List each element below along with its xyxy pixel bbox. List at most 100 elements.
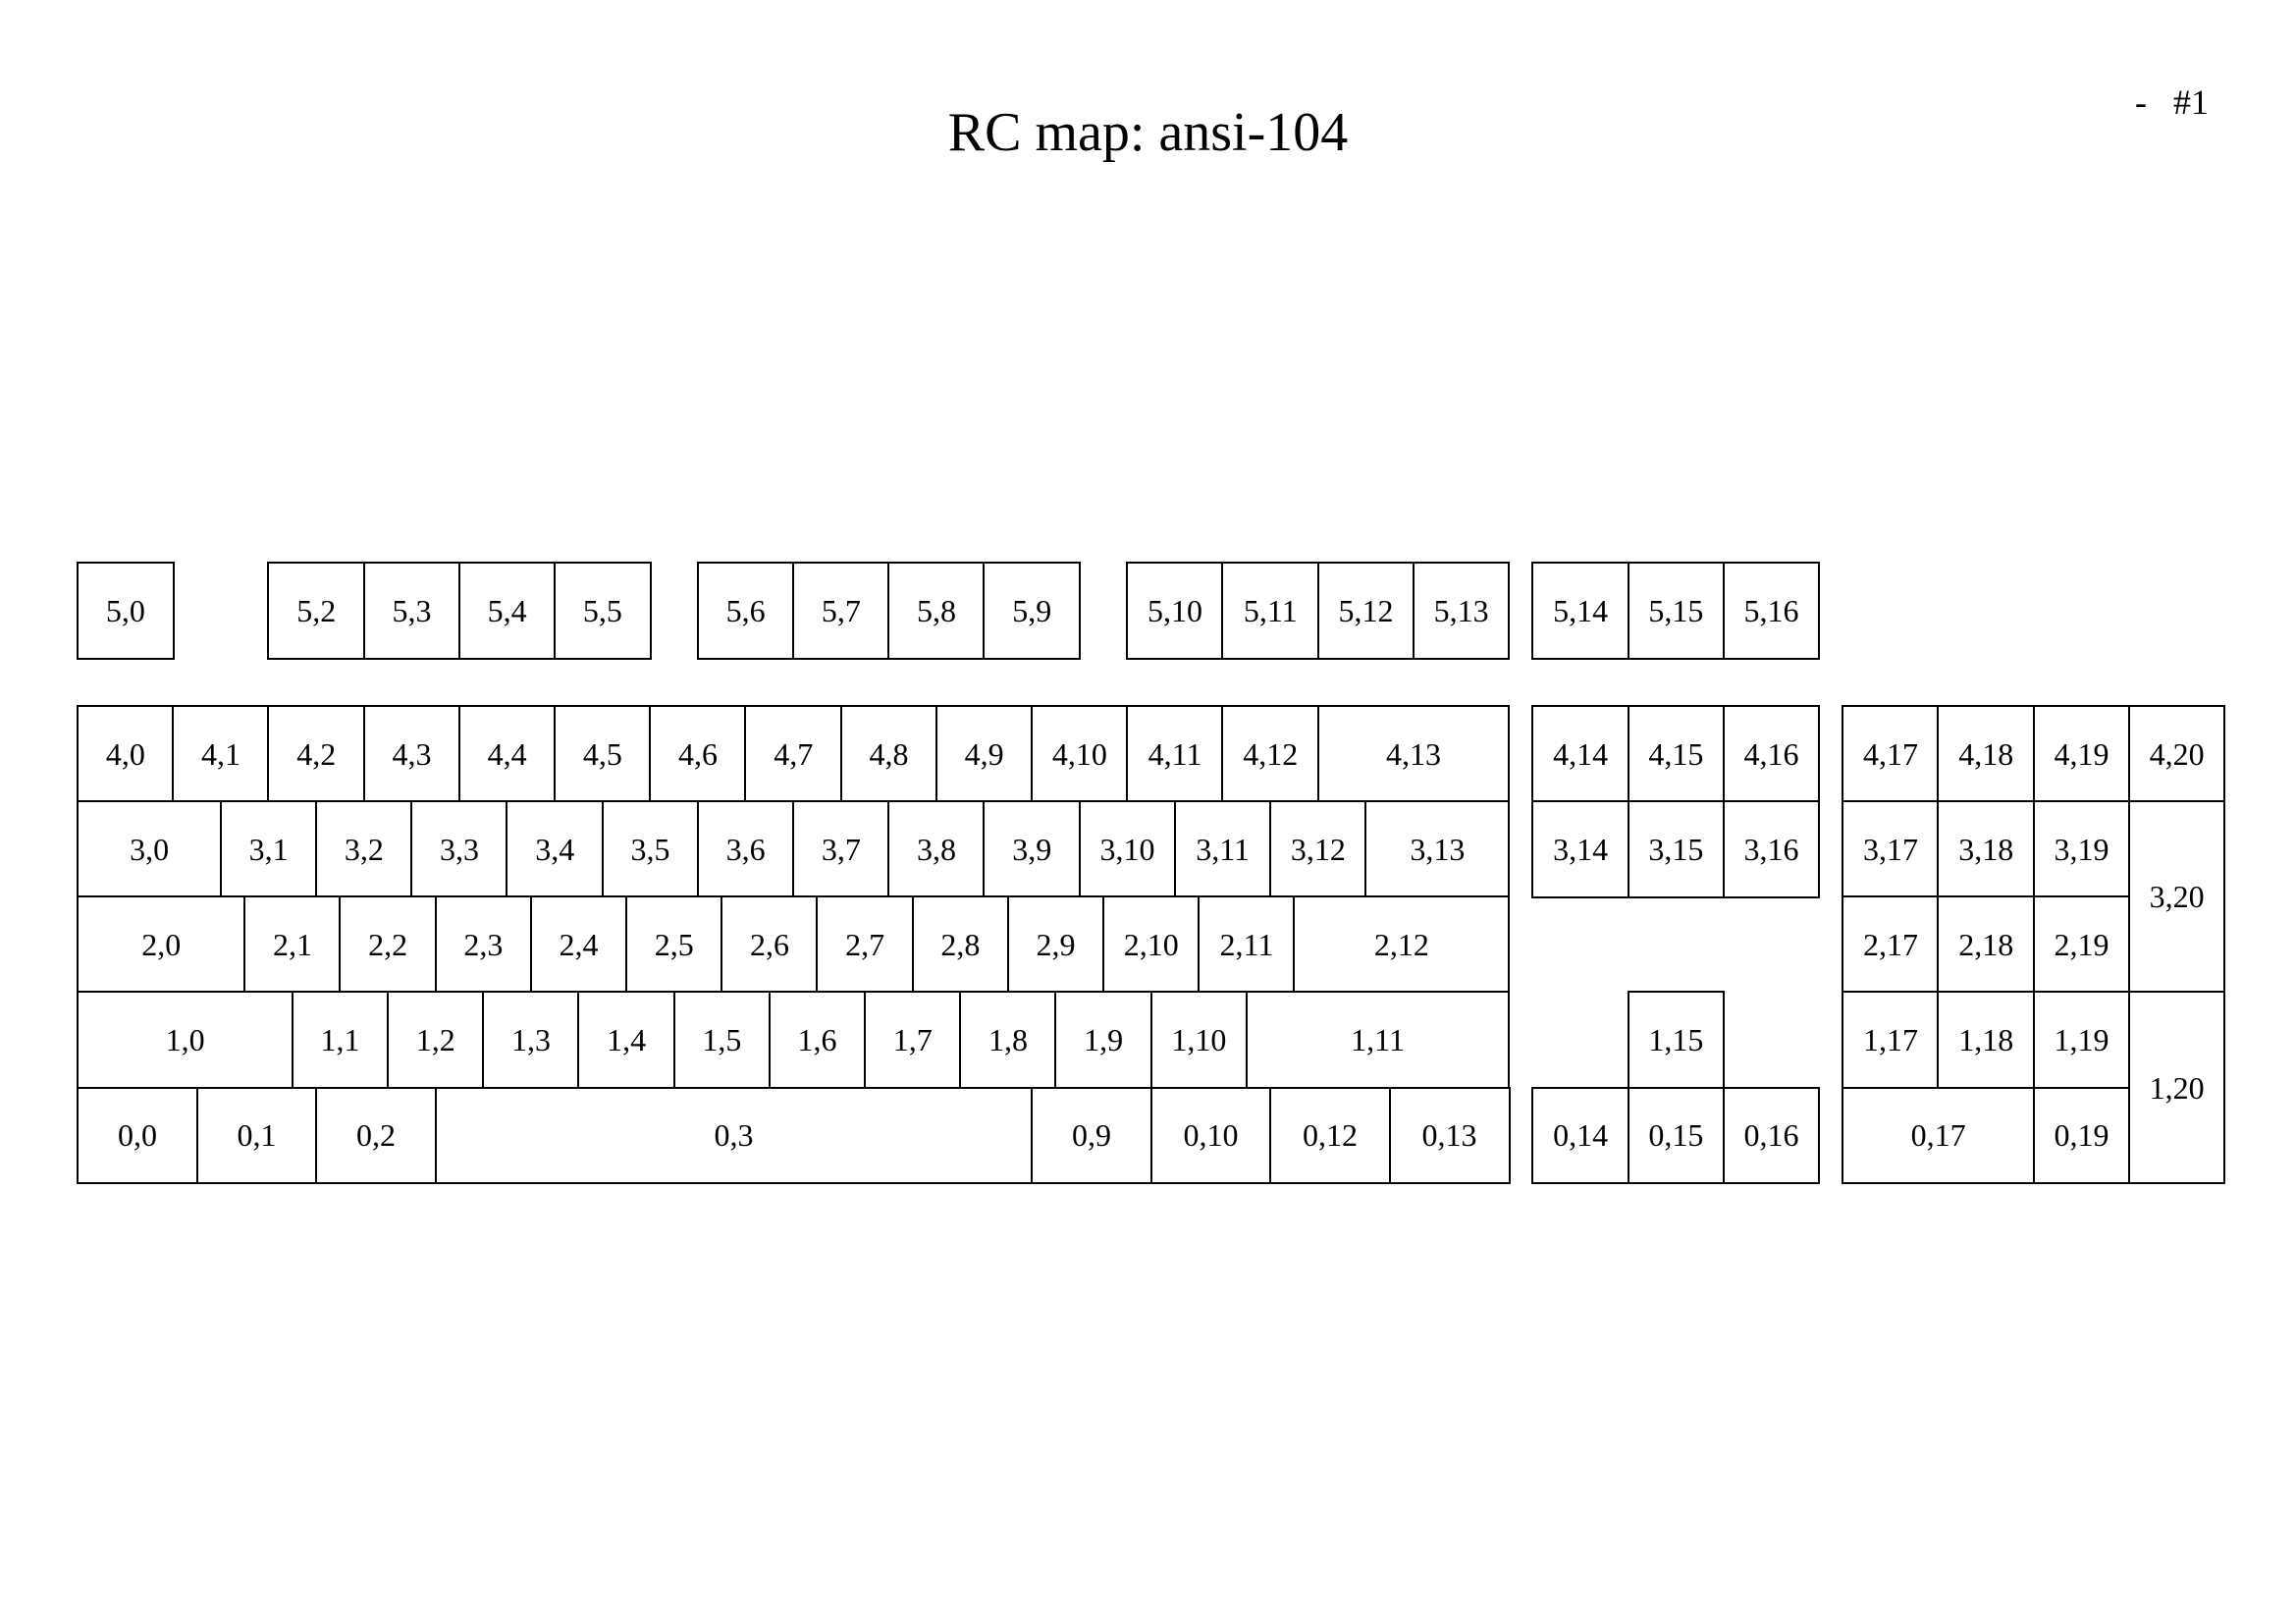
key-cell: 1,5: [672, 991, 772, 1090]
key-label: 4,1: [201, 735, 241, 772]
key-cell: 2,2: [339, 895, 437, 994]
key-label: 3,17: [1863, 831, 1919, 867]
key-cell: 5,4: [457, 562, 557, 660]
key-cell: 0,2: [315, 1086, 437, 1185]
key-cell: 5,9: [983, 562, 1082, 660]
key-cell: 5,6: [696, 562, 795, 660]
key-label: 0,17: [1910, 1117, 1966, 1154]
key-cell: 4,13: [1316, 704, 1511, 803]
key-label: 5,0: [105, 592, 145, 628]
page-title: RC map: ansi-104: [947, 102, 1349, 163]
key-label: 0,3: [714, 1117, 754, 1154]
key-cell: 2,12: [1293, 895, 1511, 994]
key-cell: 0,14: [1531, 1086, 1629, 1185]
key-cell: 3,14: [1531, 800, 1629, 898]
key-cell: 3,10: [1078, 800, 1177, 898]
key-label: 4,2: [296, 735, 337, 772]
key-cell: 4,10: [1031, 704, 1129, 803]
key-cell: 4,4: [457, 704, 557, 803]
key-label: 0,10: [1183, 1117, 1239, 1154]
key-cell: 0,10: [1149, 1086, 1272, 1185]
key-cell: 4,16: [1722, 704, 1821, 803]
key-label: 2,5: [654, 927, 694, 963]
key-label: 1,6: [797, 1022, 837, 1058]
key-cell: 0,17: [1842, 1086, 2036, 1185]
key-label: 2,7: [845, 927, 885, 963]
key-cell: 1,8: [959, 991, 1057, 1090]
key-label: 4,19: [2054, 735, 2109, 772]
key-label: 5,16: [1743, 592, 1799, 628]
key-label: 4,13: [1386, 735, 1442, 772]
key-label: 2,12: [1373, 927, 1429, 963]
key-cell: 3,1: [219, 800, 318, 898]
key-label: 3,6: [725, 831, 766, 867]
key-cell: 5,3: [362, 562, 461, 660]
key-label: 3,8: [917, 831, 957, 867]
key-label: 3,14: [1553, 831, 1609, 867]
key-cell: 4,11: [1126, 704, 1224, 803]
key-label: 4,5: [582, 735, 622, 772]
key-cell: 0,13: [1388, 1086, 1511, 1185]
key-label: 3,9: [1012, 831, 1052, 867]
key-label: 3,0: [130, 831, 170, 867]
key-cell: 2,19: [2032, 895, 2131, 994]
key-cell: 2,1: [243, 895, 342, 994]
key-cell: 1,7: [863, 991, 962, 1090]
key-label: 3,1: [248, 831, 289, 867]
key-cell: 1,3: [482, 991, 580, 1090]
key-cell: 2,6: [721, 895, 819, 994]
key-label: 2,6: [749, 927, 789, 963]
key-label: 0,2: [356, 1117, 396, 1154]
key-cell: 3,8: [887, 800, 986, 898]
key-cell: 3,4: [506, 800, 605, 898]
key-label: 3,19: [2054, 831, 2109, 867]
key-cell: 4,12: [1221, 704, 1320, 803]
key-label: 4,3: [392, 735, 432, 772]
key-cell: 1,6: [768, 991, 867, 1090]
key-cell: 5,7: [792, 562, 890, 660]
key-cell: 4,7: [744, 704, 843, 803]
key-label: 3,18: [1958, 831, 2014, 867]
key-label: 0,15: [1648, 1117, 1704, 1154]
key-cell: 5,12: [1316, 562, 1415, 660]
key-cell: 4,17: [1842, 704, 1940, 803]
key-cell: 4,6: [649, 704, 747, 803]
key-cell: 1,2: [386, 991, 485, 1090]
key-cell: 0,1: [195, 1086, 318, 1185]
key-cell: 5,5: [554, 562, 652, 660]
key-cell: 2,10: [1101, 895, 1201, 994]
key-label: 5,3: [392, 592, 432, 628]
key-label: 0,13: [1421, 1117, 1477, 1154]
key-label: 3,10: [1099, 831, 1155, 867]
key-cell: 1,11: [1245, 991, 1511, 1090]
key-label: 4,14: [1553, 735, 1609, 772]
key-label: 2,4: [559, 927, 599, 963]
key-label: 0,1: [237, 1117, 277, 1154]
key-cell: 1,19: [2032, 991, 2131, 1090]
key-cell: 3,5: [601, 800, 700, 898]
key-label: 2,17: [1863, 927, 1919, 963]
key-label: 5,2: [296, 592, 337, 628]
key-label: 2,9: [1036, 927, 1076, 963]
key-cell: 3,16: [1722, 800, 1821, 898]
key-label: 4,18: [1958, 735, 2014, 772]
key-cell: 1,15: [1627, 991, 1726, 1090]
key-label: 4,7: [774, 735, 814, 772]
key-label: 4,15: [1648, 735, 1704, 772]
key-label: 3,2: [344, 831, 384, 867]
key-label: 5,7: [821, 592, 861, 628]
key-cell: 2,18: [1937, 895, 2036, 994]
key-label: 5,14: [1553, 592, 1609, 628]
key-label: 5,11: [1243, 592, 1298, 628]
key-cell: 4,14: [1531, 704, 1629, 803]
key-cell: 5,0: [77, 562, 175, 660]
key-label: 3,13: [1410, 831, 1466, 867]
key-label: 5,6: [725, 592, 766, 628]
key-cell: 4,1: [172, 704, 270, 803]
key-label: 1,1: [320, 1022, 360, 1058]
key-label: 1,15: [1648, 1022, 1704, 1058]
key-cell: 3,19: [2032, 800, 2131, 898]
key-cell: 2,0: [77, 895, 246, 994]
key-label: 4,9: [964, 735, 1004, 772]
